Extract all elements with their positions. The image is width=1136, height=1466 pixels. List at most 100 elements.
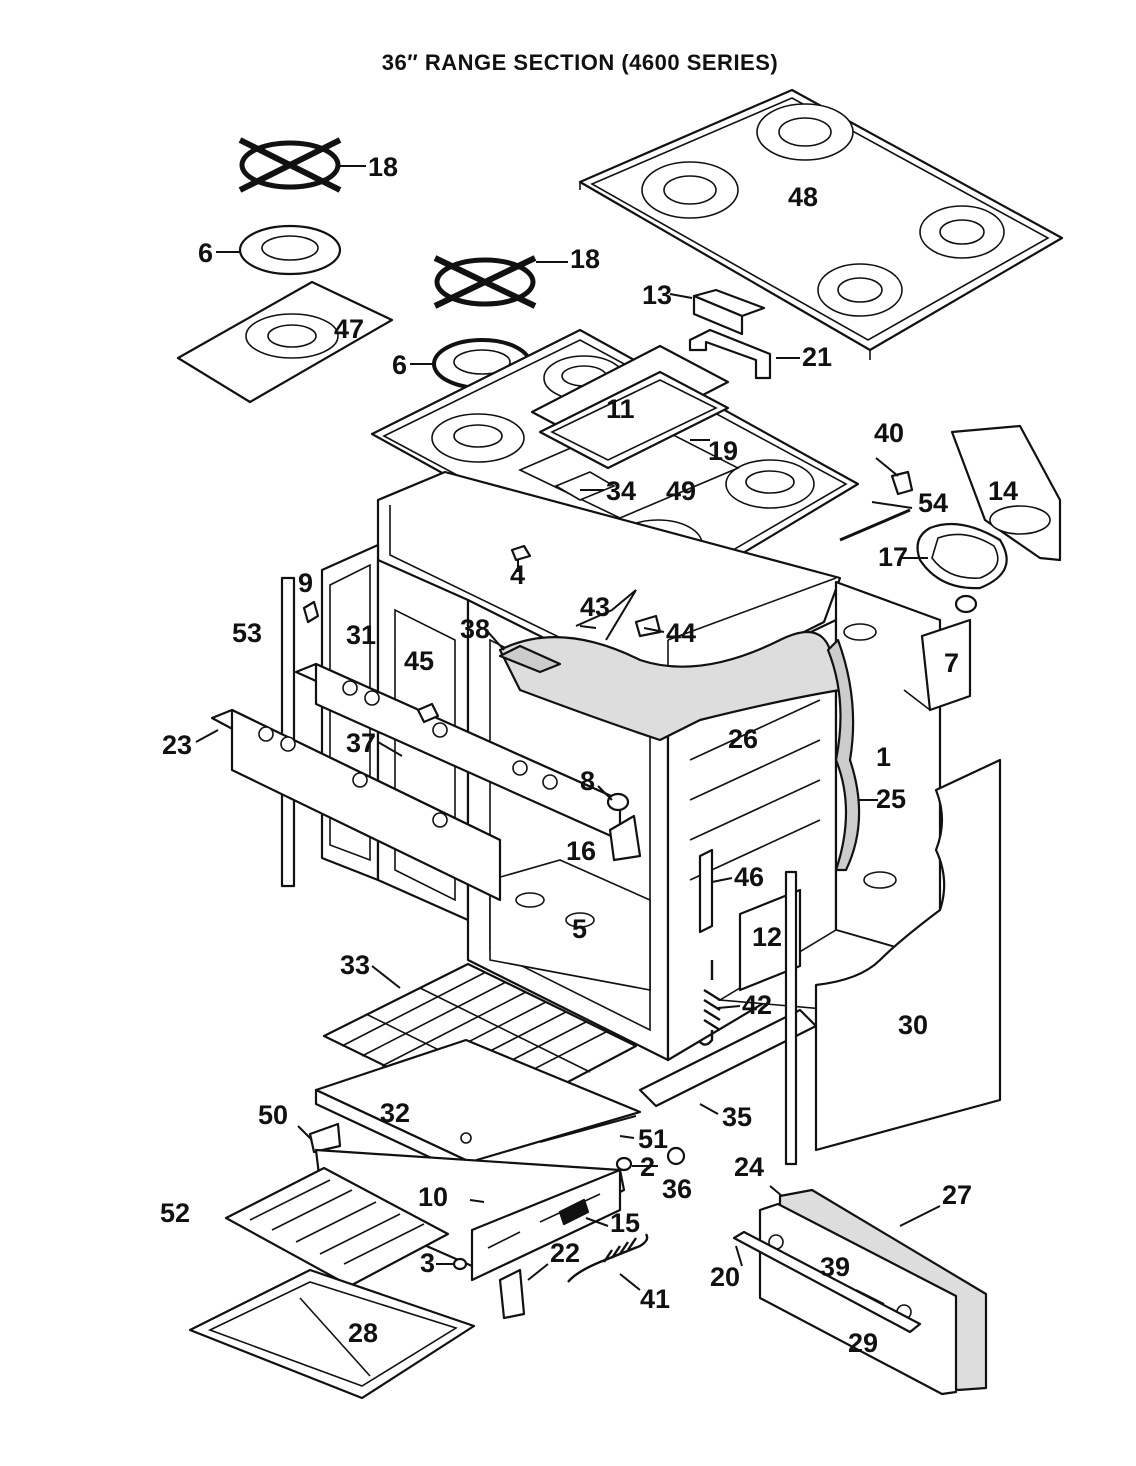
- insulation-25: [826, 638, 861, 872]
- label-part-9: 9: [298, 568, 313, 598]
- label-part-40: 40: [874, 418, 904, 448]
- label-part-6-center: 6: [392, 350, 407, 380]
- bracket-50: [308, 1122, 342, 1154]
- cooktop-section-47: [176, 280, 394, 404]
- burner-ring-6-left: [238, 224, 342, 276]
- screw-9: [302, 600, 320, 624]
- rod-43: [575, 589, 637, 641]
- burner-grate-18-left: [238, 137, 342, 193]
- label-part-32: 32: [380, 1098, 410, 1128]
- label-part-22: 22: [550, 1238, 580, 1268]
- label-part-31: 31: [346, 620, 376, 650]
- burner-grate-18-center: [433, 255, 537, 309]
- insulation-26: [498, 630, 842, 742]
- label-part-17: 17: [878, 542, 908, 572]
- label-part-29: 29: [848, 1328, 878, 1358]
- front-trim-23: [210, 708, 502, 902]
- label-part-11: 11: [606, 394, 635, 424]
- leader-lines: [195, 165, 941, 1305]
- gasket-17: [916, 522, 1008, 590]
- screw-3: [452, 1257, 468, 1271]
- cooktop-panel-48: [578, 88, 1064, 360]
- label-part-23: 23: [162, 730, 192, 760]
- side-panel-30: [814, 758, 1002, 1152]
- side-cover-14: [950, 424, 1062, 562]
- label-part-5: 5: [572, 914, 587, 944]
- label-part-2: 2: [640, 1152, 655, 1182]
- rod-54: [839, 508, 911, 542]
- label-part-45: 45: [404, 646, 434, 676]
- label-part-13: 13: [642, 280, 672, 310]
- part-labels: 1 2 3 4 5 6 6 7 8 9 10 11 12 13 14 15 16…: [160, 152, 1018, 1358]
- support-bracket-21: [688, 328, 772, 380]
- label-part-7: 7: [944, 648, 959, 678]
- label-part-4: 4: [510, 560, 525, 590]
- label-part-54: 54: [918, 488, 948, 518]
- clip-2: [615, 1156, 633, 1172]
- label-part-24: 24: [734, 1152, 764, 1182]
- clip-40: [890, 470, 914, 496]
- label-part-49: 49: [666, 476, 696, 506]
- label-part-53: 53: [232, 618, 262, 648]
- label-part-34: 34: [606, 476, 636, 506]
- label-part-52: 52: [160, 1198, 190, 1228]
- label-part-46: 46: [734, 862, 764, 892]
- label-part-10: 10: [418, 1182, 448, 1212]
- label-part-38: 38: [460, 614, 490, 644]
- burner-box-13: [692, 288, 766, 336]
- label-part-27: 27: [942, 1180, 972, 1210]
- label-part-28: 28: [348, 1318, 378, 1348]
- label-part-1: 1: [876, 742, 891, 772]
- grommet-7-knob: [954, 594, 978, 614]
- label-part-33: 33: [340, 950, 370, 980]
- label-part-18-left: 18: [368, 152, 398, 182]
- drawer-rail-35: [638, 1008, 818, 1108]
- label-part-21: 21: [802, 342, 832, 372]
- label-part-15: 15: [610, 1208, 640, 1238]
- label-part-20: 20: [710, 1262, 740, 1292]
- label-part-3: 3: [420, 1248, 435, 1278]
- bracket-22: [498, 1268, 526, 1320]
- rod-51: [539, 1115, 637, 1143]
- label-part-41: 41: [640, 1284, 670, 1314]
- bracket-7: [903, 618, 972, 712]
- bar-24: [784, 870, 798, 1166]
- gasket-38: [498, 644, 562, 674]
- label-part-39: 39: [820, 1252, 850, 1282]
- label-part-42: 42: [742, 990, 772, 1020]
- label-part-12: 12: [752, 922, 782, 952]
- spring-41: [567, 1233, 649, 1283]
- label-part-43: 43: [580, 592, 610, 622]
- label-part-36: 36: [662, 1174, 692, 1204]
- clip-45: [416, 702, 440, 724]
- label-part-25: 25: [876, 784, 906, 814]
- label-part-47: 47: [334, 314, 364, 344]
- label-part-6-left: 6: [198, 238, 213, 268]
- label-part-44: 44: [666, 618, 696, 648]
- label-part-18-center: 18: [570, 244, 600, 274]
- diagram-title: 36″ RANGE SECTION (4600 SERIES): [381, 50, 779, 75]
- screw-36: [666, 1146, 686, 1166]
- label-part-37: 37: [346, 728, 376, 758]
- hinge-46: [698, 848, 714, 934]
- label-part-50: 50: [258, 1100, 288, 1130]
- label-part-26: 26: [728, 724, 758, 754]
- broiler-grid-52: [224, 1166, 450, 1288]
- trim-strip-53: [280, 576, 296, 888]
- slot-15: [558, 1198, 590, 1226]
- bracket-4: [510, 544, 532, 562]
- label-part-14: 14: [988, 476, 1018, 506]
- label-part-19: 19: [708, 436, 738, 466]
- griddle-gasket-19: [538, 370, 730, 470]
- label-part-35: 35: [722, 1102, 752, 1132]
- spring-42: [699, 960, 721, 1046]
- knob-8: [606, 792, 630, 812]
- bracket-16: [608, 814, 642, 862]
- label-part-51: 51: [638, 1124, 668, 1154]
- label-part-16: 16: [566, 836, 596, 866]
- label-part-30: 30: [898, 1010, 928, 1040]
- label-part-48: 48: [788, 182, 818, 212]
- label-part-8: 8: [580, 766, 595, 796]
- drawer-bottom-28: [188, 1268, 476, 1400]
